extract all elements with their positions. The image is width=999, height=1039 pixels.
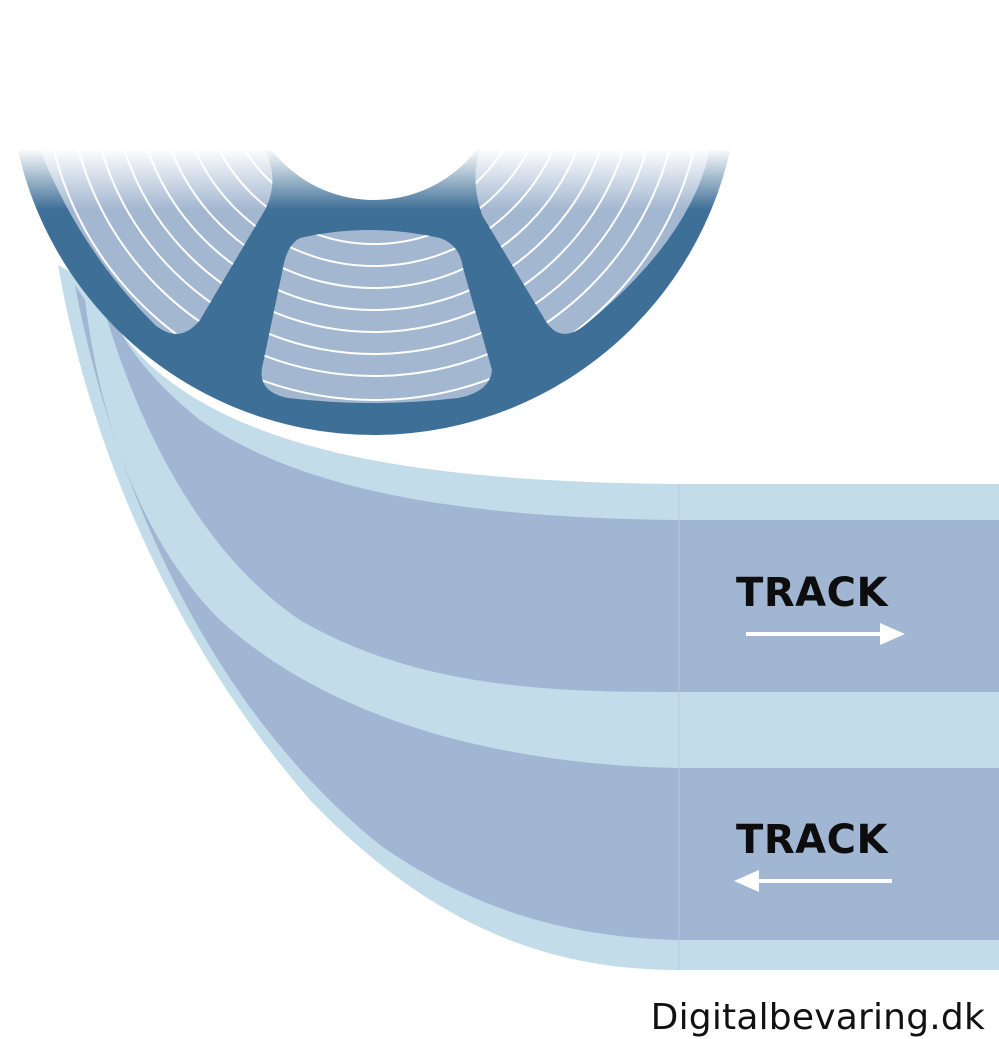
tape-reel-icon bbox=[0, 150, 999, 435]
site-credit: Digitalbevaring.dk bbox=[650, 996, 985, 1038]
arrow-left-icon bbox=[734, 870, 892, 892]
magnetic-tape bbox=[58, 265, 999, 970]
reel-window-bottom bbox=[261, 230, 492, 403]
tape-track-band-lower bbox=[75, 285, 999, 940]
track-top: TRACK bbox=[736, 570, 905, 645]
track-label-top: TRACK bbox=[736, 570, 889, 616]
reel-top-fade bbox=[0, 150, 999, 210]
track-bottom: TRACK bbox=[734, 817, 892, 892]
arrow-right-icon bbox=[746, 623, 905, 645]
tape-track-band-upper bbox=[100, 295, 999, 692]
track-label-bottom: TRACK bbox=[736, 817, 889, 863]
